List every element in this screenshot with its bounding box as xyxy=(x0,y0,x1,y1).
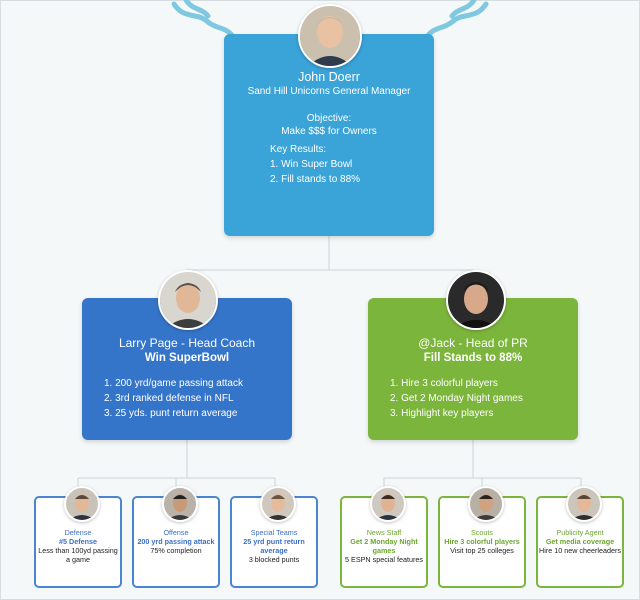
team-objective: Get 2 Monday Night games xyxy=(342,537,426,555)
team-result: Less than 100yd passing a game xyxy=(36,546,120,564)
pr-name: @Jack - Head of PR xyxy=(368,336,578,351)
coach-avatar xyxy=(158,270,218,330)
team-result: 5 ESPN special features xyxy=(342,555,426,564)
team-avatar xyxy=(162,486,198,522)
team-result: Visit top 25 colleges xyxy=(440,546,524,555)
coach-key-result: 1. 200 yrd/game passing attack xyxy=(104,376,292,391)
pr-key-result: 1. Hire 3 colorful players xyxy=(390,376,578,391)
coach-objective: Win SuperBowl xyxy=(82,351,292,366)
team-card-defense: Defense #5 Defense Less than 100yd passi… xyxy=(34,496,122,588)
team-objective: Get media coverage xyxy=(538,537,622,546)
coach-key-result: 2. 3rd ranked defense in NFL xyxy=(104,391,292,406)
team-objective: 25 yrd punt return average xyxy=(232,537,316,555)
team-avatar xyxy=(64,486,100,522)
pr-objective: Fill Stands to 88% xyxy=(368,351,578,366)
team-avatar xyxy=(370,486,406,522)
team-title: Offense xyxy=(134,528,218,537)
team-card-scouts: Scouts Hire 3 colorful players Visit top… xyxy=(438,496,526,588)
team-card-offense: Offense 200 yrd passing attack 75% compl… xyxy=(132,496,220,588)
team-card-news-staff: News Staff Get 2 Monday Night games 5 ES… xyxy=(340,496,428,588)
pr-key-result: 3. Highlight key players xyxy=(390,406,578,421)
ceo-avatar xyxy=(298,4,362,68)
team-objective: Hire 3 colorful players xyxy=(440,537,524,546)
ceo-key-result: 2. Fill stands to 88% xyxy=(270,172,434,187)
pr-avatar xyxy=(446,270,506,330)
team-avatar xyxy=(260,486,296,522)
team-title: Scouts xyxy=(440,528,524,537)
ceo-key-result: 1. Win Super Bowl xyxy=(270,157,434,172)
team-objective: #5 Defense xyxy=(36,537,120,546)
coach-key-result: 3. 25 yds. punt return average xyxy=(104,406,292,421)
team-result: Hire 10 new cheerleaders xyxy=(538,546,622,555)
team-card-publicity-agent: Publicity Agent Get media coverage Hire … xyxy=(536,496,624,588)
team-title: News Staff xyxy=(342,528,426,537)
team-card-special-teams: Special Teams 25 yrd punt return average… xyxy=(230,496,318,588)
team-avatar xyxy=(468,486,504,522)
ceo-key-results-label: Key Results: xyxy=(270,142,434,157)
coach-name: Larry Page - Head Coach xyxy=(82,336,292,351)
pr-key-result: 2. Get 2 Monday Night games xyxy=(390,391,578,406)
ceo-title: Sand Hill Unicorns General Manager xyxy=(224,85,434,98)
ceo-objective: Make $$$ for Owners xyxy=(224,125,434,138)
ceo-name: John Doerr xyxy=(224,70,434,85)
team-result: 3 blocked punts xyxy=(232,555,316,564)
team-avatar xyxy=(566,486,602,522)
ceo-objective-label: Objective: xyxy=(224,112,434,125)
team-result: 75% completion xyxy=(134,546,218,555)
team-objective: 200 yrd passing attack xyxy=(134,537,218,546)
team-title: Defense xyxy=(36,528,120,537)
team-title: Publicity Agent xyxy=(538,528,622,537)
team-title: Special Teams xyxy=(232,528,316,537)
